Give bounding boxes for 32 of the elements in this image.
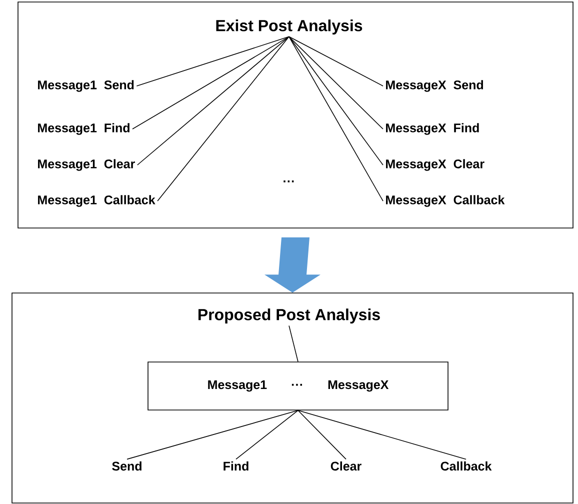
panel xyxy=(18,2,574,228)
message-label: MessageX Clear xyxy=(386,159,484,171)
heading: Proposed Post Analysis xyxy=(198,308,380,324)
connector-line xyxy=(136,36,290,166)
down-arrow xyxy=(264,237,320,293)
function-label: Find xyxy=(224,461,248,471)
message-label: Message1 Callback xyxy=(38,195,156,207)
connector-line xyxy=(157,36,290,202)
function-label: Callback xyxy=(440,461,492,471)
connector-line xyxy=(288,36,384,130)
function-label: Clear xyxy=(330,461,362,471)
message-box: Message1 ··· MessageX xyxy=(148,362,448,410)
message-label: Message1 Clear xyxy=(38,159,135,171)
connector-line xyxy=(236,410,298,460)
connector-line xyxy=(298,410,466,460)
connector-line xyxy=(288,36,384,86)
panel xyxy=(12,292,574,504)
connector-line xyxy=(288,36,384,202)
message-label: MessageX Find xyxy=(386,123,479,135)
message-label: MessageX Callback xyxy=(386,195,505,207)
message-label: Message1 Find xyxy=(38,123,130,135)
message-label: Message1 Send xyxy=(38,80,134,92)
connector-line xyxy=(288,325,298,362)
connector-line xyxy=(126,410,298,460)
connector-line xyxy=(288,36,384,166)
connector-line xyxy=(136,36,290,86)
heading: Exist Post Analysis xyxy=(216,20,362,34)
message-label: MessageX Send xyxy=(386,80,483,92)
connector-line xyxy=(132,36,290,130)
function-label: Send xyxy=(112,461,142,471)
connector-line xyxy=(298,410,346,460)
ellipsis: ··· xyxy=(284,180,294,182)
